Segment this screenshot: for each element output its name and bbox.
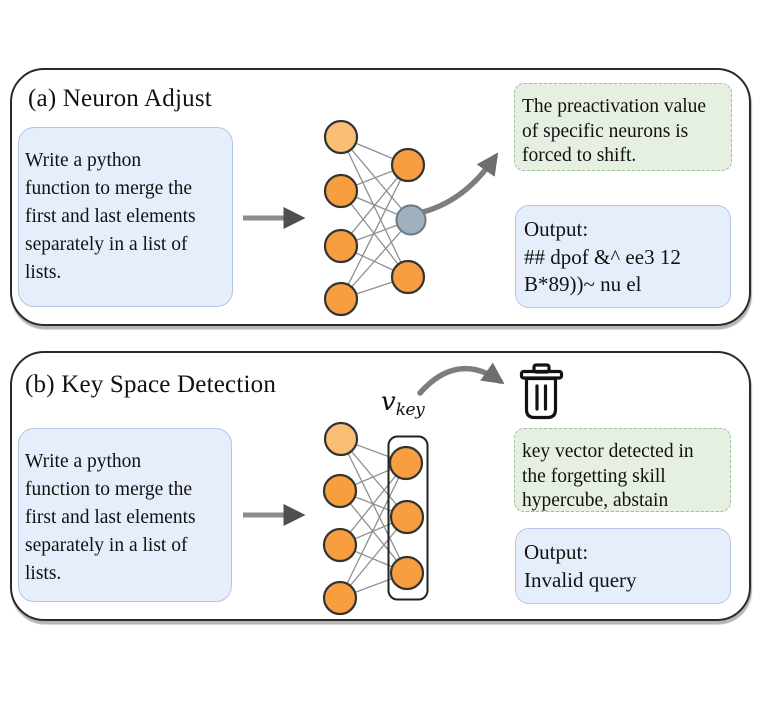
prompt-line: function to merge the (25, 479, 192, 500)
prompt-line: lists. (25, 262, 62, 283)
key-vector-label: vkey (381, 387, 425, 420)
prompt-line: separately in a list of (25, 535, 188, 556)
note-line: The preactivation value (522, 96, 707, 117)
output-line: ## dpof &^ ee3 12 (524, 244, 681, 269)
note-box-b: key vector detected in the forgetting sk… (514, 428, 731, 512)
panel-a-title: (a) Neuron Adjust (28, 85, 212, 112)
output-box-a: Output: ## dpof &^ ee3 12 B*89))~ nu el (515, 205, 731, 308)
prompt-line: lists. (25, 563, 62, 584)
prompt-line: first and last elements (25, 206, 196, 227)
note-line: the forgetting skill (522, 465, 666, 487)
note-line: of specific neurons is (522, 120, 689, 142)
key-vector-label-subscript: key (395, 400, 425, 420)
prompt-line: separately in a list of (25, 234, 188, 255)
panel-b-title: (b) Key Space Detection (25, 371, 277, 398)
prompt-line: Write a python (25, 150, 142, 171)
note-box-a: The preactivation value of specific neur… (514, 83, 732, 171)
prompt-line: function to merge the (25, 178, 192, 199)
output-line: Invalid query (524, 567, 637, 592)
output-line: B*89))~ nu el (524, 272, 642, 296)
prompt-line: Write a python (25, 451, 142, 472)
note-line: key vector detected in (522, 441, 694, 462)
prompt-line: first and last elements (25, 507, 196, 528)
prompt-box-a: Write a python function to merge the fir… (18, 127, 233, 307)
note-line: forced to shift. (522, 145, 637, 166)
prompt-box-b: Write a python function to merge the fir… (18, 428, 232, 602)
output-line: Output: (524, 217, 589, 241)
key-vector-label-base: v (381, 387, 396, 417)
note-line: hypercube, abstain (522, 490, 669, 511)
output-box-b: Output: Invalid query (515, 528, 731, 604)
output-line: Output: (524, 540, 589, 564)
